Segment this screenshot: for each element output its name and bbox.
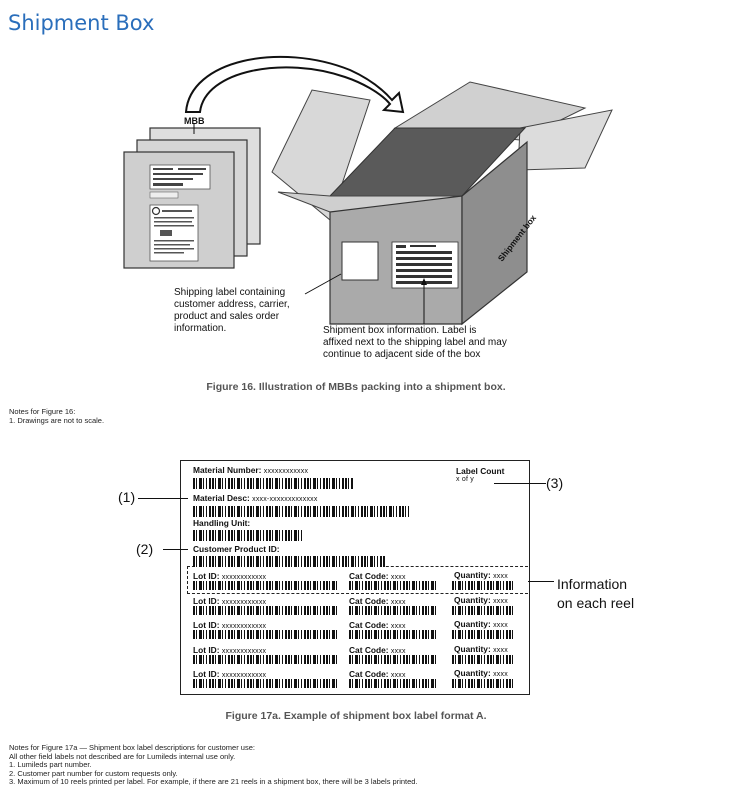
barcode-material-number [193, 478, 353, 489]
mbb-label: MBB [184, 116, 205, 126]
shipment-info-annotation: Shipment box information. Label is affix… [323, 325, 507, 360]
curved-arrow-icon [184, 55, 405, 114]
reel-quantity: Quantity: xxxx [454, 619, 508, 629]
reel-barcode [452, 581, 514, 590]
reel-barcode [349, 679, 437, 688]
reel-cat-code: Cat Code: xxxx [349, 620, 406, 630]
notes-figure-17a: Notes for Figure 17a — Shipment box labe… [9, 743, 418, 787]
callout-3-line [494, 483, 546, 484]
reel-cat-code: Cat Code: xxxx [349, 595, 406, 606]
reel-quantity: Quantity: xxxx [454, 594, 508, 605]
reel-barcode [193, 630, 338, 639]
reel-lot-id: Lot ID: xxxxxxxxxxxx [193, 620, 267, 630]
material-desc: Material Desc: xxxx-xxxxxxxxxxxxx [193, 493, 318, 503]
reel-barcode [349, 581, 437, 590]
reel-barcode [452, 630, 514, 639]
box-side [461, 140, 528, 326]
reel-quantity: Quantity: xxxx [454, 570, 508, 580]
reel-barcode [193, 654, 338, 664]
reel-quantity: Quantity: xxxx [454, 643, 508, 654]
customer-product-id: Customer Product ID: [193, 544, 280, 554]
barcode-material-desc [193, 506, 409, 517]
callout-1-line [138, 498, 188, 499]
callout-2-line [163, 549, 188, 550]
reel-cat-code: Cat Code: xxxx [349, 644, 406, 655]
reel-lot-id: Lot ID: xxxxxxxxxxxx [193, 595, 267, 606]
callout-3: (3) [546, 475, 564, 491]
handling-unit: Handling Unit: [193, 518, 251, 528]
reel-lot-id: Lot ID: xxxxxxxxxxxx [193, 644, 267, 655]
reel-barcode [452, 654, 514, 664]
reel-lot-id: Lot ID: xxxxxxxxxxxx [193, 571, 267, 581]
reel-barcode [452, 605, 514, 615]
figure-16-caption: Figure 16. Illustration of MBBs packing … [206, 381, 506, 393]
reel-barcode [452, 679, 514, 688]
shipment-box-label [180, 460, 530, 695]
page-title: Shipment Box [8, 11, 155, 35]
figure-17a-caption: Figure 17a. Example of shipment box labe… [225, 710, 487, 722]
reel-barcode [349, 630, 437, 639]
reel-barcode [193, 679, 338, 688]
material-number: Material Number: xxxxxxxxxxxx [193, 465, 309, 475]
label-count: Label Count x of y [456, 466, 505, 483]
reel-barcode [193, 581, 338, 590]
barcode-customer-product [193, 556, 385, 567]
shipping-label-annotation: Shipping label containing customer addre… [174, 287, 290, 334]
reel-cat-code: Cat Code: xxxx [349, 669, 406, 679]
reel-barcode [349, 605, 437, 615]
info-each-reel: Information on each reel [557, 576, 635, 611]
reel-lot-id: Lot ID: xxxxxxxxxxxx [193, 669, 267, 679]
callout-1: (1) [118, 489, 136, 505]
callout-2: (2) [136, 541, 154, 557]
info-reel-line [528, 581, 554, 582]
notes-figure-16: Notes for Figure 16: 1. Drawings are not… [9, 407, 105, 425]
reel-barcode [349, 654, 437, 664]
figure-16-illustration: Shipment box [123, 55, 613, 326]
reel-cat-code: Cat Code: xxxx [349, 571, 406, 581]
reel-quantity: Quantity: xxxx [454, 668, 508, 678]
barcode-handling-unit [193, 530, 303, 541]
reel-barcode [193, 605, 338, 615]
